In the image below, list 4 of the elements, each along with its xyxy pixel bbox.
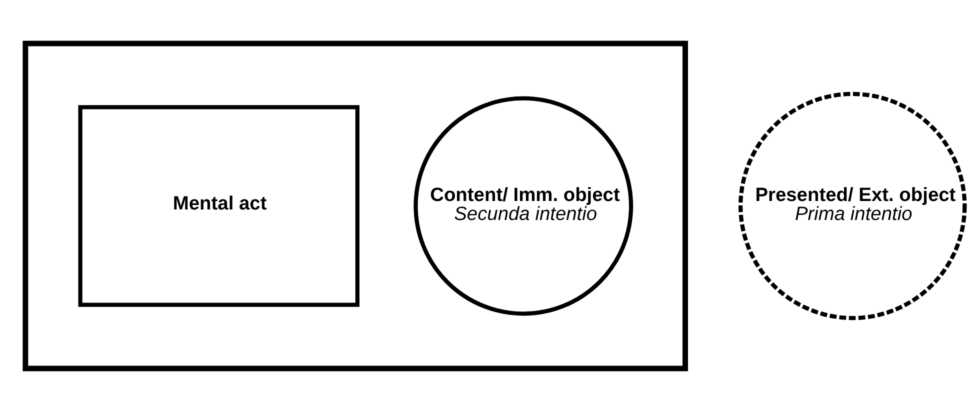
cluster <box>22 40 688 372</box>
node-circle: Content/ Imm. object Secunda intentio <box>414 96 634 316</box>
node-circle: Presented/ Ext. object Prima intentio <box>738 92 967 320</box>
node-box: Mental act <box>78 105 360 307</box>
